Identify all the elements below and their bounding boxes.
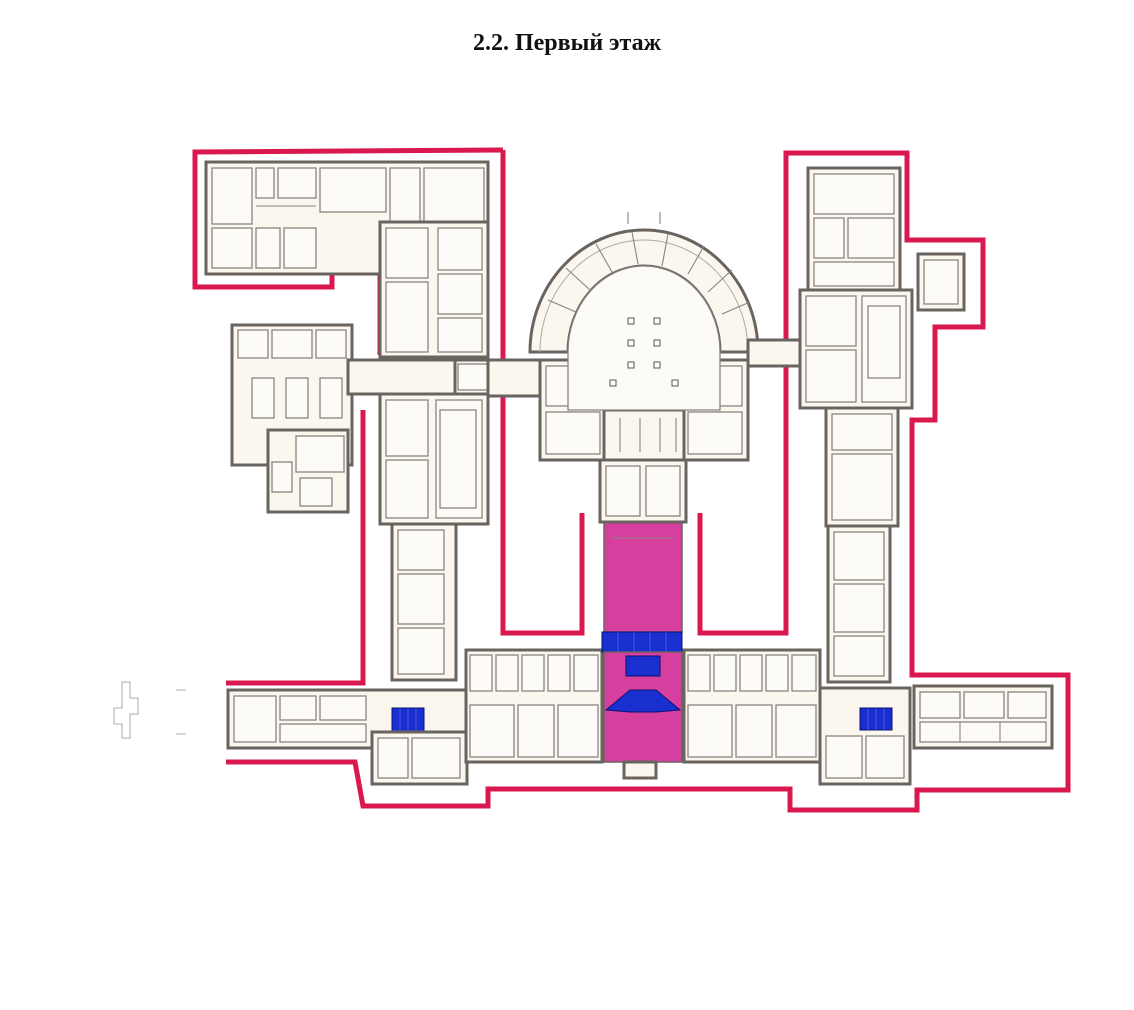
- left-wing-middle: [378, 392, 490, 682]
- left-annex: [230, 323, 460, 514]
- right-wing-lower: [824, 406, 900, 684]
- hall-highlight-upper: [603, 521, 683, 633]
- stair-highlight-center-low: [604, 689, 682, 713]
- central-hall: [601, 521, 683, 780]
- right-wing-upper: [798, 166, 966, 410]
- faint-outline-left: [113, 681, 186, 739]
- boundary-left-wing: [226, 410, 366, 686]
- left-wing-upper: [378, 220, 505, 396]
- rotunda: [528, 212, 760, 411]
- page-title: 2.2. Первый этаж: [472, 30, 662, 56]
- central-corridor-left: [464, 648, 604, 764]
- bottom-left-wing: [226, 688, 470, 786]
- stair-highlight-center-mid: [625, 655, 661, 677]
- central-corridor-right: [682, 648, 822, 764]
- bottom-right-wing: [818, 684, 1054, 786]
- boundary-right: [226, 150, 1071, 813]
- stair-highlight-center-top: [601, 631, 683, 653]
